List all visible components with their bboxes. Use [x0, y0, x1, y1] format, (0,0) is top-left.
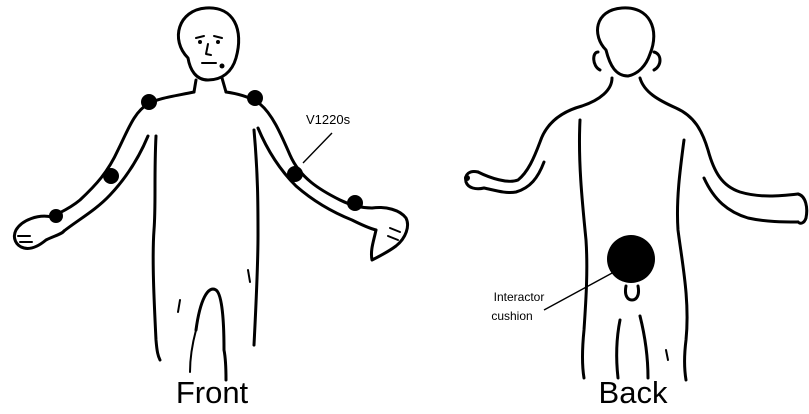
front-right-arm — [226, 92, 372, 208]
sensor-left-elbow — [103, 168, 119, 184]
sensor-left-shoulder — [141, 94, 157, 110]
back-torso-right — [677, 140, 687, 380]
front-right-inner-arm — [258, 128, 376, 230]
back-legs — [625, 286, 638, 300]
sensor-left-wrist — [49, 209, 63, 223]
sensor-callout-line — [303, 133, 332, 163]
front-left-arm — [52, 92, 194, 217]
front-figure: V1220s Front — [14, 8, 407, 409]
front-torso-left — [153, 136, 160, 360]
back-figure: Interactor cushion Back — [464, 8, 807, 409]
front-torso-right — [254, 130, 258, 345]
back-head — [598, 8, 654, 76]
front-legs — [196, 289, 226, 380]
back-right-inner-arm — [704, 178, 798, 222]
sensor-right-elbow — [287, 166, 303, 182]
cushion-callout-line1: Interactor — [494, 290, 545, 304]
sensor-right-shoulder — [247, 90, 263, 106]
front-right-hand — [371, 207, 407, 260]
cushion-callout-line — [544, 272, 614, 310]
sensor-callout-label: V1220s — [306, 112, 351, 127]
front-sensors — [49, 90, 363, 223]
sensor-right-wrist — [347, 195, 363, 211]
back-left-arm — [478, 78, 612, 181]
front-left-inner-arm — [64, 136, 148, 231]
front-view-label: Front — [176, 375, 249, 409]
front-face — [196, 36, 225, 69]
back-view-label: Back — [599, 375, 668, 409]
cushion-callout-line2: cushion — [491, 309, 532, 323]
back-right-hand — [798, 194, 807, 223]
interactor-cushion-marker — [607, 235, 655, 283]
back-right-arm — [640, 78, 798, 196]
back-torso-left — [579, 120, 586, 378]
